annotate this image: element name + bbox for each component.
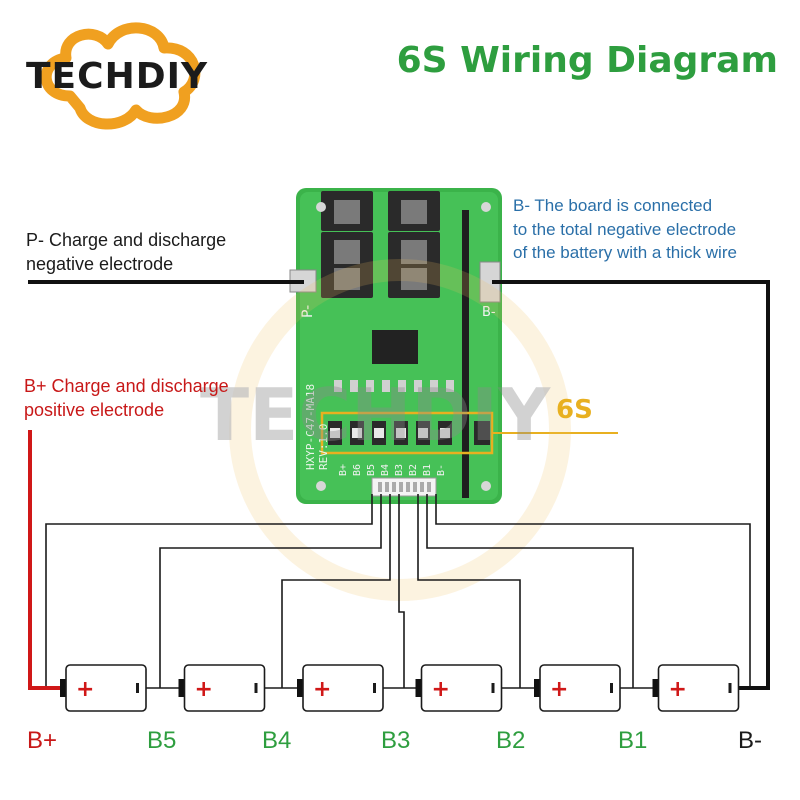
- board-model-text: HXYP-C47-MA18: [304, 384, 317, 470]
- battery-positive-icon: +: [76, 677, 94, 702]
- p-minus-line-1: P- Charge and discharge: [26, 230, 227, 250]
- b-plus-wire: [28, 430, 60, 690]
- logo-text: TECHDIY: [26, 56, 209, 97]
- watermark: TECHDIY: [200, 259, 571, 601]
- battery-positive-icon: +: [195, 677, 213, 702]
- battery-negative-icon: [254, 683, 258, 693]
- node-label-b-minus: B-: [738, 727, 762, 754]
- battery-cell: +: [297, 664, 384, 712]
- battery-negative-icon: [491, 683, 495, 693]
- battery-negative-icon: [728, 683, 732, 693]
- b-plus-line-1: B+ Charge and discharge: [24, 376, 229, 396]
- board-pin-label: B5: [366, 464, 377, 476]
- board-b-pad-label: B-: [482, 305, 496, 320]
- logo-cloud-icon: [40, 22, 201, 130]
- node-label-b-plus: B+: [27, 727, 58, 754]
- board-p-pad-label: P-: [300, 305, 316, 318]
- battery-negative-icon: [136, 683, 139, 693]
- p-minus-annotation: P- Charge and discharge negative electro…: [26, 228, 226, 276]
- series-badge: 6S: [556, 395, 593, 425]
- balance-wires: [45, 494, 751, 688]
- svg-text:TECHDIY: TECHDIY: [200, 373, 551, 457]
- bms-board: [289, 188, 618, 504]
- board-pin-label: B+: [338, 464, 349, 476]
- battery-negative-icon: [373, 683, 376, 693]
- battery-cell: +: [652, 664, 740, 712]
- node-label-b2: B2: [496, 727, 526, 754]
- battery-cell: +: [178, 664, 266, 712]
- battery-positive-icon: +: [550, 677, 568, 702]
- b-plus-annotation: B+ Charge and discharge positive electro…: [24, 374, 229, 422]
- b-minus-wire: [492, 280, 770, 690]
- battery-cell: +: [534, 664, 621, 712]
- b-minus-line-1: B- The board is connected: [513, 196, 713, 215]
- node-label-b5: B5: [147, 727, 177, 754]
- battery-positive-icon: +: [669, 677, 687, 702]
- battery-cell: +: [60, 664, 147, 712]
- node-label-b3: B3: [381, 727, 411, 754]
- board-pin-label: B2: [408, 464, 419, 476]
- b-minus-annotation: B- The board is connected to the total n…: [513, 194, 737, 265]
- battery-positive-icon: +: [313, 677, 331, 702]
- battery-string: + + + + + +: [60, 664, 740, 712]
- node-label-b4: B4: [262, 727, 292, 754]
- battery-positive-icon: +: [432, 677, 450, 702]
- board-pin-label: B4: [380, 464, 391, 476]
- battery-cell: +: [415, 664, 503, 712]
- page-title: 6S Wiring Diagram: [396, 40, 778, 81]
- node-label-b1: B1: [618, 727, 648, 754]
- board-pin-label: B-: [436, 464, 447, 476]
- b-plus-line-2: positive electrode: [24, 400, 165, 420]
- p-minus-line-2: negative electrode: [26, 254, 174, 274]
- board-pin-label: B1: [422, 464, 433, 476]
- board-rev-text: REV:1.0: [317, 424, 330, 470]
- battery-negative-icon: [610, 683, 613, 693]
- b-minus-line-2: to the total negative electrode: [513, 219, 737, 239]
- board-pin-label: B6: [352, 464, 363, 476]
- b-minus-line-3: of the battery with a thick wire: [513, 243, 737, 262]
- board-pin-label: B3: [394, 464, 405, 476]
